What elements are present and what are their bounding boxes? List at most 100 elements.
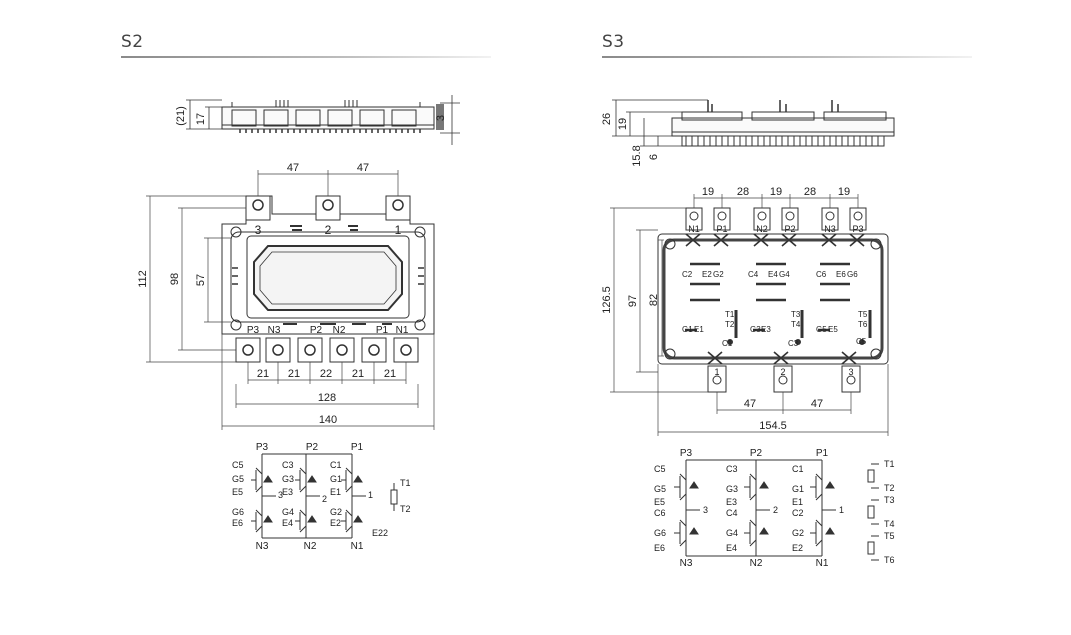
s3-sch-t5: T5 — [884, 531, 895, 541]
s2-sch-p1: P1 — [351, 442, 364, 453]
s2-side-dim-17: 17 — [195, 113, 207, 125]
s2-sch-e5: E5 — [232, 487, 243, 497]
s3-sch-out1: 1 — [839, 505, 844, 515]
s3-label-t2: T2 — [725, 320, 735, 329]
s3-label-t1: T1 — [725, 310, 735, 319]
s3-sch-g2: G2 — [792, 528, 804, 538]
s3-terminal-p2: P2 — [784, 224, 795, 234]
panel-title: S3 — [602, 32, 625, 52]
s2-sch-c3: C3 — [282, 460, 294, 470]
s2-sch-e1: E1 — [330, 487, 341, 497]
s2-side-dim-21: (21) — [175, 106, 187, 126]
s3-terminal-3: 3 — [848, 367, 853, 377]
s3-side-view — [612, 99, 895, 147]
s2-dim-top-47a: 47 — [287, 162, 299, 174]
s2-sch-t1: T1 — [400, 478, 411, 488]
panel-s3: S3 26 19 15.8 6 — [540, 0, 1071, 635]
s2-terminal-n1: N1 — [396, 325, 409, 336]
s2-sch-e2: E2 — [330, 518, 341, 528]
s2-sch-c1: C1 — [330, 460, 342, 470]
s3-dim-top-19a: 19 — [702, 186, 714, 198]
s2-sch-e22: E22 — [372, 528, 388, 538]
s3-sch-n3: N3 — [680, 558, 693, 569]
s3-sch-out2: 2 — [773, 505, 778, 515]
s3-sch-n1: N1 — [816, 558, 829, 569]
s3-sch-e6: E6 — [654, 543, 665, 553]
s3-terminal-n2: N2 — [756, 224, 768, 234]
s3-dim-126.5: 126.5 — [601, 286, 613, 314]
s2-dim-22: 22 — [320, 368, 332, 380]
s2-side-dim-3: 3 — [435, 115, 447, 121]
s3-label-c3: C3 — [788, 339, 799, 348]
s3-dim-47a: 47 — [744, 398, 756, 410]
s3-label-e5: E5 — [828, 325, 838, 334]
s2-sch-n2: N2 — [304, 541, 317, 552]
s2-terminal-p1: P1 — [376, 325, 389, 336]
s2-sch-e3: E3 — [282, 487, 293, 497]
s3-dim-154.5: 154.5 — [759, 420, 787, 432]
s3-side-dim-19: 19 — [617, 118, 629, 130]
s3-dim-top-28a: 28 — [737, 186, 749, 198]
s3-label-c6: C6 — [816, 270, 827, 279]
s3-dim-top-19b: 19 — [770, 186, 782, 198]
s2-dim-112: 112 — [137, 270, 149, 288]
s2-terminal-2: 2 — [325, 223, 332, 237]
s2-dim-98: 98 — [169, 273, 181, 285]
s3-sch-e1: E1 — [792, 497, 803, 507]
s3-drawing: 26 19 15.8 6 — [601, 99, 895, 569]
s2-sch-n3: N3 — [256, 541, 269, 552]
s2-sch-g4: G4 — [282, 507, 294, 517]
s2-sch-out3: 3 — [278, 490, 283, 500]
s2-terminal-1: 1 — [395, 223, 402, 237]
s3-side-dim-15.8: 15.8 — [631, 145, 643, 166]
s3-sch-t6: T6 — [884, 555, 895, 565]
s3-terminal-n3: N3 — [824, 224, 836, 234]
s2-dim-57: 57 — [195, 274, 207, 286]
s2-dim-21b: 21 — [288, 368, 300, 380]
s2-dim-top-47b: 47 — [357, 162, 369, 174]
s3-sch-e4: E4 — [726, 543, 737, 553]
s2-sch-p3: P3 — [256, 442, 269, 453]
s2-dim-21c: 21 — [352, 368, 364, 380]
s3-sch-c1: C1 — [792, 464, 804, 474]
s3-sch-g4: G4 — [726, 528, 738, 538]
s2-sch-p2: P2 — [306, 442, 319, 453]
s2-sch-g5: G5 — [232, 474, 244, 484]
s3-sch-p1: P1 — [816, 448, 829, 459]
s2-terminal-n2: N2 — [333, 325, 346, 336]
s2-terminal-3: 3 — [255, 223, 262, 237]
s3-terminal-p1: P1 — [716, 224, 727, 234]
s2-top-view — [221, 195, 435, 363]
s2-terminal-p2: P2 — [310, 325, 323, 336]
panel-title: S2 — [121, 32, 144, 52]
s2-sch-e4: E4 — [282, 518, 293, 528]
s3-sch-n2: N2 — [750, 558, 763, 569]
s3-sch-e3: E3 — [726, 497, 737, 507]
s3-label-g3: G3 — [750, 325, 761, 334]
s3-label-c5: C5 — [856, 337, 867, 346]
s2-sch-g6: G6 — [232, 507, 244, 517]
s2-sch-out2: 2 — [322, 494, 327, 504]
s3-label-t4: T4 — [791, 320, 801, 329]
s3-dim-47b: 47 — [811, 398, 823, 410]
s3-sch-c3: C3 — [726, 464, 738, 474]
s3-label-g1: G1 — [682, 325, 693, 334]
s3-label-e6: E6 — [836, 270, 846, 279]
s3-label-t6: T6 — [858, 320, 868, 329]
s2-dim-140: 140 — [319, 414, 337, 426]
s3-sch-t1: T1 — [884, 459, 895, 469]
s3-terminal-p3: P3 — [852, 224, 863, 234]
s3-label-g2: G2 — [713, 270, 724, 279]
s3-sch-e5: E5 — [654, 497, 665, 507]
s3-label-g6: G6 — [847, 270, 858, 279]
s3-label-e4: E4 — [768, 270, 778, 279]
s3-label-e1: E1 — [694, 325, 704, 334]
s3-sch-t4: T4 — [884, 519, 895, 529]
s2-terminal-n3: N3 — [268, 325, 281, 336]
s3-label-e2: E2 — [702, 270, 712, 279]
s3-schematic — [674, 459, 879, 561]
s3-sch-c4: C4 — [726, 508, 738, 518]
title-underline — [602, 56, 972, 58]
s3-terminal-1: 1 — [714, 367, 719, 377]
s3-sch-c6: C6 — [654, 508, 666, 518]
